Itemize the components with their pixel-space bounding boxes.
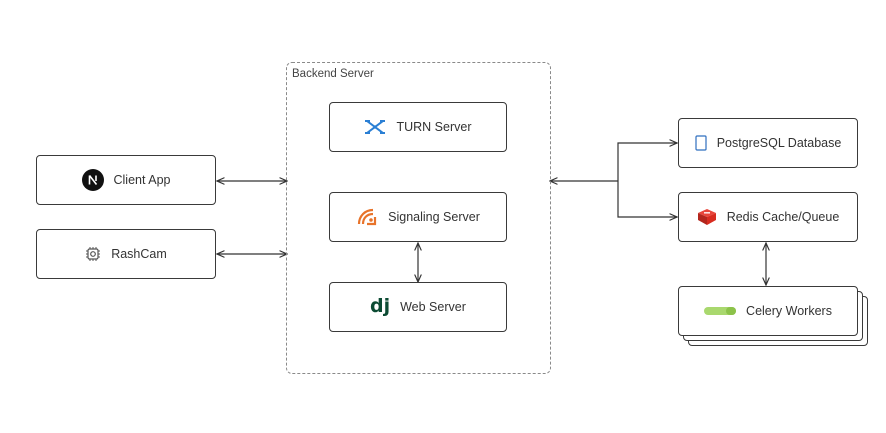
django-icon: dj — [370, 295, 390, 319]
signaling-server-label: Signaling Server — [388, 210, 480, 224]
postgres-label: PostgreSQL Database — [716, 136, 842, 150]
signaling-server-node[interactable]: Signaling Server — [329, 192, 507, 242]
signal-icon — [356, 207, 378, 227]
database-icon — [695, 135, 707, 151]
edge-branch-postgres — [617, 143, 677, 181]
camera-chip-icon — [85, 246, 101, 262]
svg-text:dj: dj — [370, 295, 390, 317]
rashcam-label: RashCam — [111, 247, 167, 261]
backend-server-group — [286, 62, 551, 374]
redis-label: Redis Cache/Queue — [726, 210, 840, 224]
nextjs-icon — [81, 169, 104, 191]
client-app-node[interactable]: Client App — [36, 155, 216, 205]
celery-workers-node[interactable]: Celery Workers — [678, 286, 858, 336]
redis-node[interactable]: Redis Cache/Queue — [678, 192, 858, 242]
redis-icon — [697, 208, 717, 226]
turn-server-node[interactable]: TURN Server — [329, 102, 507, 152]
turn-server-label: TURN Server — [396, 120, 472, 134]
celery-icon — [704, 305, 737, 317]
backend-server-label: Backend Server — [292, 68, 374, 80]
postgres-node[interactable]: PostgreSQL Database — [678, 118, 858, 168]
web-server-label: Web Server — [400, 300, 466, 314]
client-app-label: Client App — [113, 173, 171, 187]
network-arrows-icon — [364, 118, 386, 136]
celery-workers-label: Celery Workers — [746, 304, 832, 318]
edge-branch-redis — [617, 181, 677, 217]
rashcam-node[interactable]: RashCam — [36, 229, 216, 279]
web-server-node[interactable]: dj Web Server — [329, 282, 507, 332]
